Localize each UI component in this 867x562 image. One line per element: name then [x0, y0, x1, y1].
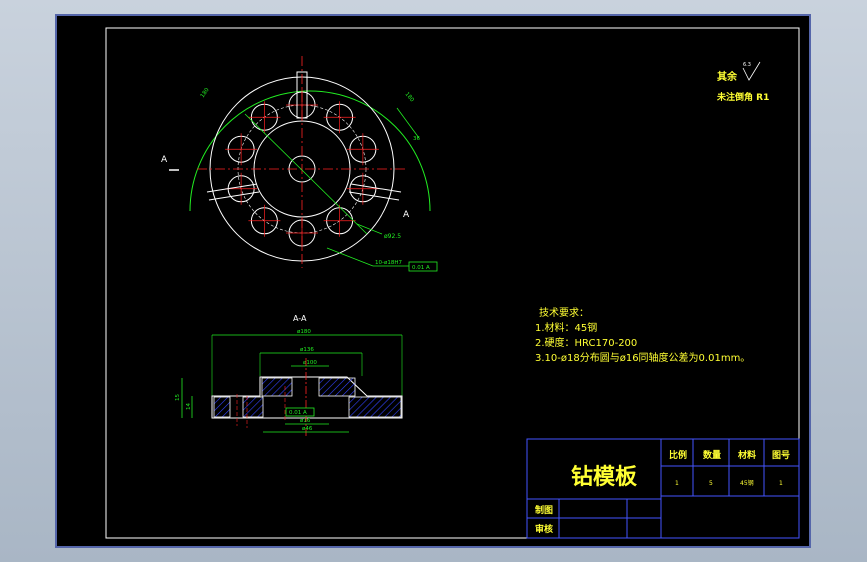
section-tolerance-frame [285, 407, 315, 417]
hole-callout-label: 10-ø18H7 [375, 260, 402, 266]
cut-mark-right: A [403, 210, 410, 220]
value-drawing-no: 1 [779, 480, 783, 487]
section-view: A-A ø180 ø136 ø100 ø46 [175, 314, 403, 436]
cut-mark-left: A [161, 155, 168, 165]
hatch-left-boss [261, 377, 293, 397]
part-name: 钻模板 [571, 464, 638, 490]
bolt-circle-label: ø92.5 [384, 233, 401, 240]
dim-bore: ø16 [300, 418, 311, 424]
tech-item-1: 1.材料：45钢 [535, 321, 597, 334]
dim-height1: 15 [175, 394, 181, 401]
section-label: A-A [293, 314, 307, 323]
tech-requirements: 技术要求： 1.材料：45钢 2.硬度：HRC170-200 3.10-ø18分… [535, 306, 750, 364]
surface-note: 其余 未注倒角 R1 6.3 [716, 61, 769, 103]
dim-inner: ø100 [303, 360, 317, 366]
title-block: 钻模板 比例 数量 材料 图号 1 5 45钢 1 制图 审核 [526, 438, 800, 539]
header-scale: 比例 [669, 449, 687, 461]
section-tolerance-label: 0.01 A [289, 410, 307, 416]
hatch-right-flange [348, 396, 402, 418]
title-block-frame [526, 438, 800, 539]
outer-dimension-arc [189, 90, 431, 212]
section-outline [211, 376, 403, 419]
header-qty: 数量 [703, 449, 721, 461]
hatch-left-flange [213, 396, 231, 418]
dim-base: ø46 [302, 426, 313, 432]
left-slot-lower [208, 191, 260, 201]
hatch-left-inner [242, 396, 264, 418]
cad-drawing: ø92.5 10-ø18H7 0.01 A 180 180 36 A A A-A… [105, 27, 800, 539]
hatch-right-boss [318, 377, 356, 397]
value-qty: 5 [709, 480, 713, 487]
header-material: 材料 [737, 449, 756, 461]
tech-item-3: 3.10-ø18分布圆与ø16同轴度公差为0.01mm。 [535, 351, 750, 364]
surface-note-line1: 其余 [717, 70, 738, 83]
tech-item-2: 2.硬度：HRC170-200 [535, 336, 637, 349]
arc-dim-right: 180 [403, 91, 415, 103]
left-slot-upper [206, 183, 258, 193]
dim-mid: ø136 [300, 347, 314, 353]
value-material: 45钢 [740, 479, 754, 487]
header-drawing-no: 图号 [772, 450, 790, 461]
checked-by-label: 审核 [535, 523, 553, 535]
drawing-sheet: ø92.5 10-ø18H7 0.01 A 180 180 36 A A A-A… [55, 14, 811, 548]
roughness-symbol [742, 61, 761, 81]
drawn-by-label: 制图 [535, 504, 553, 516]
plan-view: ø92.5 10-ø18H7 0.01 A 180 180 36 A A [161, 56, 438, 272]
dim-height2: 14 [186, 403, 192, 410]
arc-dim-left: 180 [200, 87, 211, 99]
small-dim: 36 [413, 136, 420, 142]
dim-outer: ø180 [297, 329, 311, 335]
value-scale: 1 [675, 480, 679, 487]
drawing-border [105, 27, 800, 539]
tech-heading: 技术要求： [539, 306, 589, 319]
surface-note-line2: 未注倒角 R1 [716, 91, 769, 103]
diagonal-leader [244, 113, 368, 235]
right-slot-upper [350, 183, 402, 193]
hole-callout-leader [326, 247, 374, 267]
roughness-value: 6.3 [743, 62, 751, 68]
bolt-circle-leader [356, 223, 383, 235]
right-slot-lower [348, 191, 400, 201]
plan-tolerance-frame [408, 261, 438, 272]
plan-tolerance-label: 0.01 A [412, 265, 430, 271]
